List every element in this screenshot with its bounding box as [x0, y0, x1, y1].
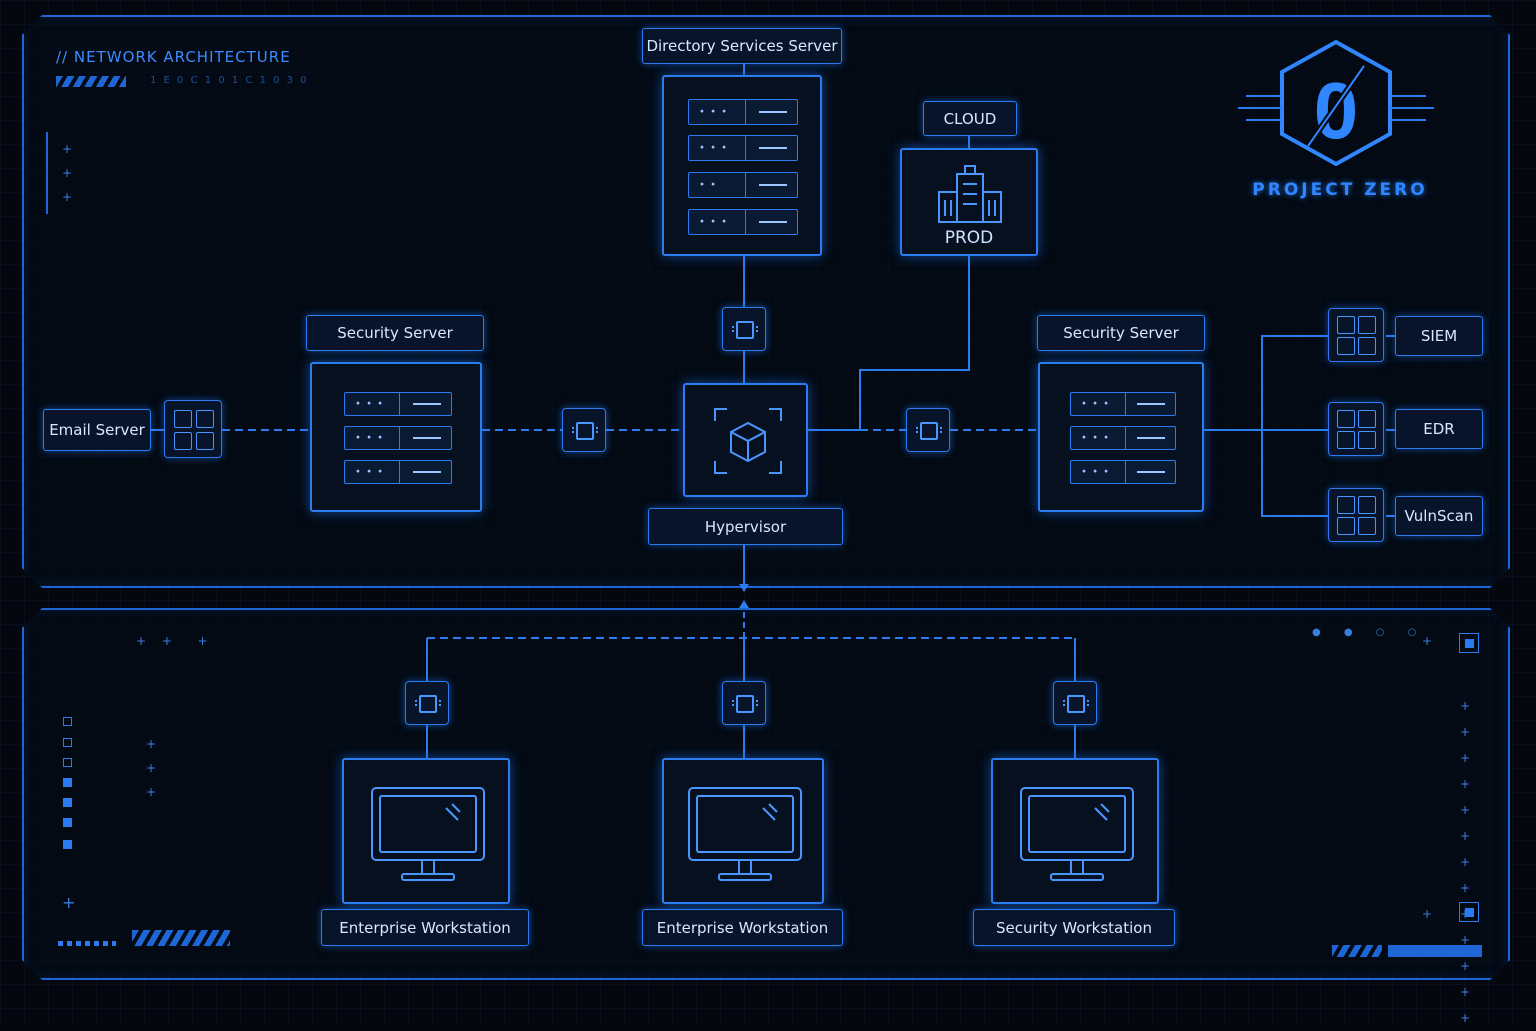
monitor-icon — [371, 787, 485, 881]
server-rack-unit: • • • — [344, 392, 452, 416]
plus-markers: + + + — [136, 634, 214, 648]
switch-icon — [1328, 402, 1384, 456]
workstation-2-label[interactable]: Enterprise Workstation — [642, 909, 843, 946]
edr-label[interactable]: EDR — [1395, 409, 1483, 449]
security-server-right-label[interactable]: Security Server — [1037, 315, 1205, 351]
switch-icon — [1328, 488, 1384, 542]
plus-marker: + — [1422, 907, 1433, 921]
server-rack-unit: • • • — [688, 135, 798, 161]
dot-strip — [58, 941, 116, 946]
security-server-left-label[interactable]: Security Server — [306, 315, 484, 351]
building-icon — [938, 165, 1002, 223]
workstation-1-node[interactable] — [342, 758, 510, 904]
cloud-label[interactable]: CLOUD — [923, 101, 1017, 136]
chip-icon — [722, 307, 766, 351]
header-stripes — [56, 76, 126, 87]
server-rack-unit: • • — [688, 172, 798, 198]
prod-label: PROD — [944, 228, 994, 248]
side-rule — [46, 132, 48, 214]
chip-icon — [1053, 681, 1097, 725]
siem-label[interactable]: SIEM — [1395, 316, 1483, 356]
footer-bar — [1388, 945, 1482, 957]
security-server-right-node[interactable]: • • • • • • • • • — [1038, 362, 1204, 512]
plus-markers: +++ — [62, 142, 73, 204]
server-rack-unit: • • • — [344, 426, 452, 450]
cube-icon — [714, 408, 782, 474]
server-rack-unit: • • • — [1070, 426, 1176, 450]
server-rack-unit: • • • — [1070, 460, 1176, 484]
corner-frame — [1459, 902, 1479, 922]
workstation-1-label[interactable]: Enterprise Workstation — [321, 909, 529, 946]
server-rack-unit: • • • — [1070, 392, 1176, 416]
chip-icon — [906, 408, 950, 452]
workstation-2-node[interactable] — [662, 758, 824, 904]
corner-frame — [1459, 633, 1479, 653]
plus-marker: + — [62, 893, 76, 912]
dot-markers: ● ● ○ ○ — [1312, 627, 1427, 638]
workstation-3-label[interactable]: Security Workstation — [973, 909, 1175, 946]
monitor-icon — [688, 787, 802, 881]
plus-grid: ++ +++ + ++ ++ ++ + — [1459, 699, 1484, 1025]
footer-stripes — [132, 930, 230, 946]
prod-node[interactable]: PROD — [900, 148, 1038, 256]
workstation-3-node[interactable] — [991, 758, 1159, 904]
server-rack-unit: • • • — [344, 460, 452, 484]
brand-name: PROJECT ZERO — [1252, 180, 1428, 200]
chip-icon — [405, 681, 449, 725]
directory-server-node[interactable]: • • • • • • • • • • • — [662, 75, 822, 256]
hypervisor-node[interactable] — [683, 383, 808, 497]
server-rack-unit: • • • — [688, 99, 798, 125]
plus-markers: +++ — [146, 737, 157, 799]
chip-icon — [722, 681, 766, 725]
switch-icon — [164, 400, 222, 458]
section-title: // NETWORK ARCHITECTURE — [56, 48, 291, 66]
plus-marker: + — [1422, 634, 1433, 648]
server-rack-unit: • • • — [688, 209, 798, 235]
binary-readout: 1 E 0 C 1 0 1 C 1 0 3 0 — [150, 75, 309, 86]
chip-icon — [562, 408, 606, 452]
hypervisor-label[interactable]: Hypervisor — [648, 508, 843, 545]
switch-icon — [1328, 308, 1384, 362]
corner-square — [1465, 639, 1474, 648]
monitor-icon — [1020, 787, 1134, 881]
project-zero-logo-icon: 0 — [1238, 39, 1434, 167]
directory-server-label[interactable]: Directory Services Server — [642, 28, 842, 64]
footer-stripes — [1332, 945, 1382, 957]
corner-square — [1465, 908, 1474, 917]
email-server-label[interactable]: Email Server — [43, 409, 151, 451]
vulnscan-label[interactable]: VulnScan — [1395, 496, 1483, 536]
security-server-left-node[interactable]: • • • • • • • • • — [310, 362, 482, 512]
